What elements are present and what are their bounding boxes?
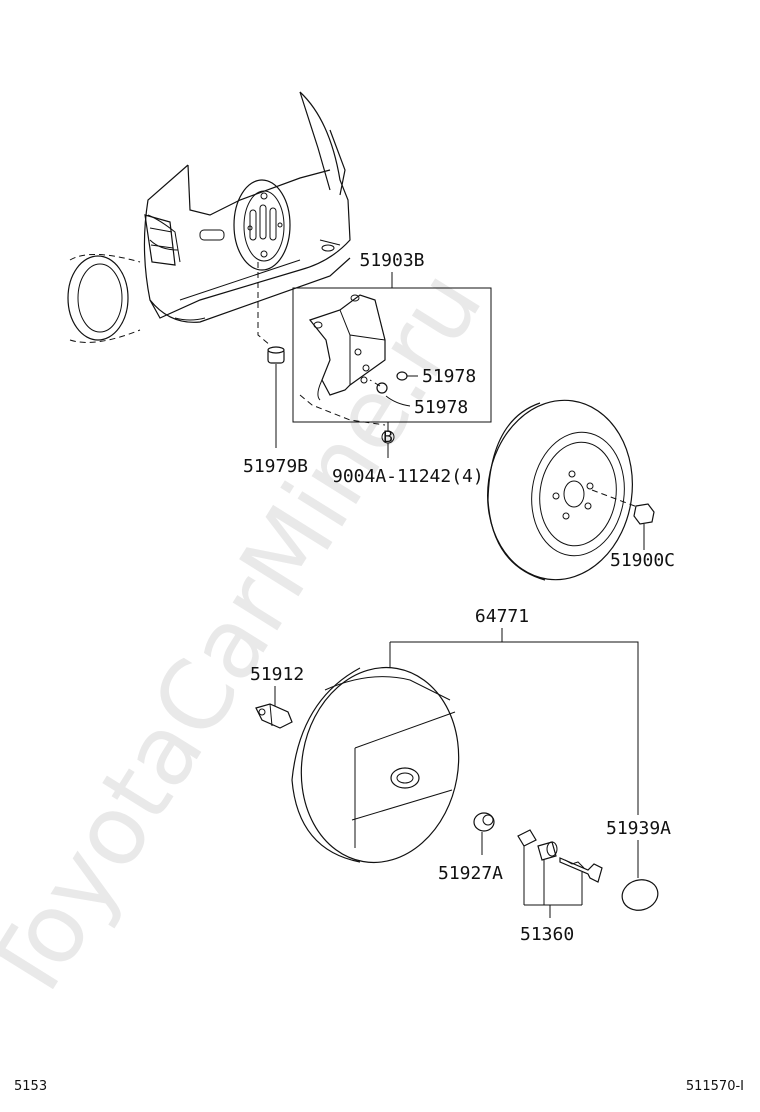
spare-wheel-illustration (487, 399, 641, 581)
part-51360-lock-set: 51360 (517, 829, 603, 945)
spare-cover-group-64771: 64771 (291, 606, 639, 864)
bolt-marker-B: B (381, 422, 395, 458)
part-label-51900C: 51900C (610, 550, 675, 571)
bracket-group-51903B: 51903B 51978 51978 (292, 250, 492, 426)
bolt-marker-letter: B (383, 427, 393, 446)
footer-right-code: 511570-I (686, 1079, 744, 1094)
footer-left-code: 5153 (14, 1079, 47, 1094)
part-51939A-emblem: 51939A (606, 818, 671, 911)
part-51912-bracket: 51912 (250, 664, 304, 729)
vehicle-rear-illustration (67, 91, 351, 343)
part-51900C-nut: 51900C (610, 503, 675, 571)
part-label-64771: 64771 (475, 606, 529, 627)
part-51927A-cap: 51927A (438, 812, 503, 884)
part-label-51978-lower: 51978 (414, 397, 468, 418)
part-label-51978-upper: 51978 (422, 366, 476, 387)
part-label-51360: 51360 (520, 924, 574, 945)
part-label-9004A-11242: 9004A-11242(4) (332, 466, 484, 487)
part-label-51912: 51912 (250, 664, 304, 685)
part-51979B-stopper: 51979B (243, 346, 308, 477)
part-label-51927A: 51927A (438, 863, 503, 884)
part-label-51979B: 51979B (243, 456, 308, 477)
leader-dashed-vehicle (257, 262, 271, 346)
part-label-51903B: 51903B (359, 250, 424, 271)
part-label-51939A: 51939A (606, 818, 671, 839)
